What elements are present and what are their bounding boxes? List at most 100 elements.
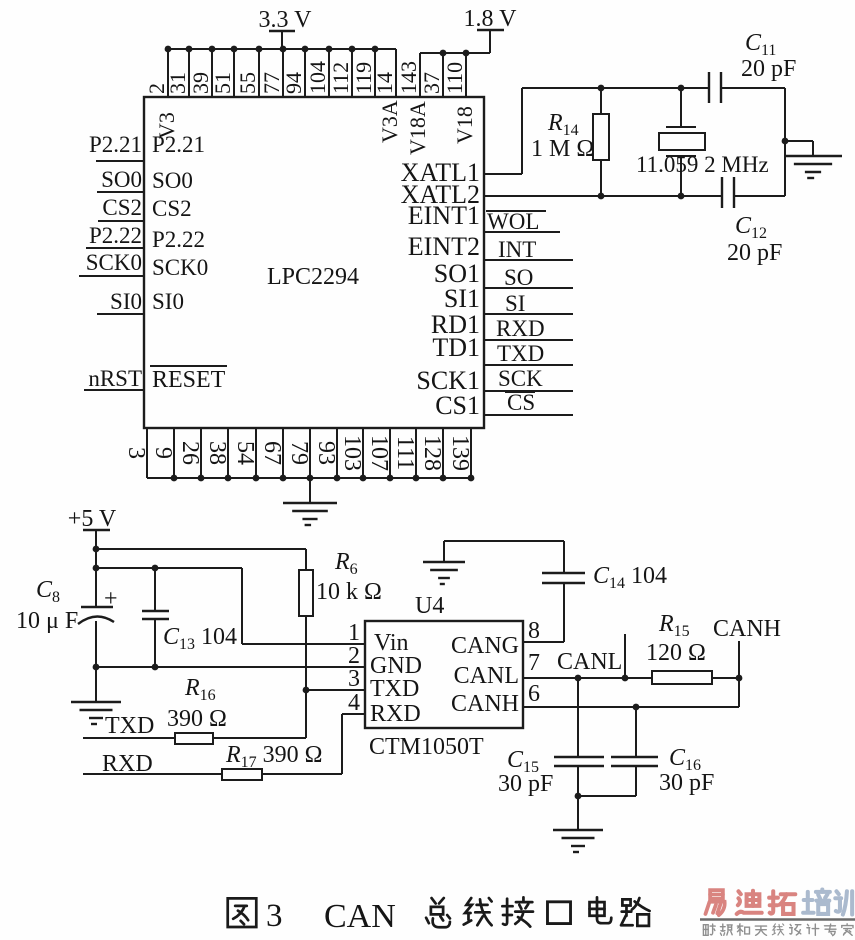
svg-text:77: 77 [259,72,284,94]
svg-text:CS2: CS2 [152,196,192,221]
svg-text:104: 104 [305,61,330,94]
svg-text:67: 67 [259,441,285,465]
svg-text:R15: R15 [658,611,690,640]
svg-text:30 pF: 30 pF [659,770,714,796]
svg-text:RESET: RESET [152,367,226,393]
svg-text:SI0: SI0 [110,289,142,314]
svg-text:3: 3 [123,447,149,459]
svg-text:LPC2294: LPC2294 [267,264,359,290]
svg-text:EINT2: EINT2 [408,232,480,261]
svg-text:2: 2 [348,643,360,669]
svg-text:Vin: Vin [374,630,409,656]
svg-text:38: 38 [204,441,230,465]
svg-text:P2.22: P2.22 [152,227,205,252]
svg-text:P2.22: P2.22 [89,223,142,248]
svg-text:51: 51 [210,72,235,94]
svg-text:9: 9 [150,447,176,459]
svg-text:SCK: SCK [498,366,543,391]
svg-text:3: 3 [266,898,283,934]
svg-text:CTM1050T: CTM1050T [369,734,484,760]
svg-text:V3A: V3A [377,100,402,143]
svg-text:EINT1: EINT1 [408,201,480,230]
svg-text:31: 31 [165,72,190,94]
svg-text:V3: V3 [154,112,179,139]
svg-text:RXD: RXD [496,316,545,341]
svg-text:INT: INT [498,237,536,262]
svg-text:143: 143 [396,61,421,94]
svg-text:6: 6 [528,681,540,707]
svg-text:120 Ω: 120 Ω [646,640,706,666]
svg-text:P2.21: P2.21 [152,132,205,157]
svg-text:1.8 V: 1.8 V [464,6,518,32]
svg-text:3.3 V: 3.3 V [259,7,313,33]
svg-text:SI1: SI1 [444,284,480,313]
svg-text:+: + [104,586,118,612]
svg-text:11.059 2 MHz: 11.059 2 MHz [636,152,769,177]
svg-text:112: 112 [328,62,353,94]
svg-text:nRST: nRST [88,366,142,391]
svg-text:U4: U4 [415,593,444,619]
svg-text:CANG: CANG [451,633,519,659]
svg-text:R14: R14 [547,110,579,139]
svg-text:SO1: SO1 [434,259,480,288]
svg-text:CS1: CS1 [435,391,480,420]
svg-text:14: 14 [372,72,397,94]
svg-text:CANL: CANL [454,663,519,689]
svg-text:119: 119 [351,62,376,94]
svg-text:C13 104: C13 104 [163,624,237,653]
svg-text:XATL1: XATL1 [401,158,480,187]
svg-text:C15: C15 [507,747,539,776]
svg-text:94: 94 [281,72,306,94]
svg-text:1: 1 [348,620,360,646]
svg-text:TXD: TXD [105,713,154,739]
svg-text:CANL: CANL [557,649,622,675]
svg-text:390 Ω: 390 Ω [167,706,227,732]
svg-text:SI: SI [505,291,525,316]
svg-text:C14 104: C14 104 [593,563,667,592]
svg-text:4: 4 [348,690,360,716]
svg-text:GND: GND [370,653,422,679]
svg-text:54: 54 [232,441,258,465]
svg-text:20 pF: 20 pF [727,240,782,266]
svg-text:7: 7 [528,650,540,676]
svg-text:55: 55 [235,72,260,94]
svg-text:CS2: CS2 [102,195,142,220]
svg-text:SO0: SO0 [152,168,193,193]
svg-text:RXD: RXD [370,701,421,727]
svg-text:SO0: SO0 [101,167,142,192]
svg-text:TD1: TD1 [432,333,480,362]
svg-text:V18: V18 [452,106,477,144]
svg-text:TXD: TXD [497,341,544,366]
svg-text:SO: SO [504,265,533,290]
svg-text:R17 390 Ω: R17 390 Ω [225,742,323,771]
svg-text:XATL2: XATL2 [401,180,480,209]
svg-text:103: 103 [339,435,365,471]
svg-text:93: 93 [313,441,339,465]
svg-text:WOL: WOL [487,209,539,234]
svg-text:110: 110 [442,62,467,94]
svg-text:CAN: CAN [324,898,396,935]
svg-text:CANH: CANH [451,691,519,717]
svg-text:R16: R16 [184,675,216,704]
svg-text:10 μ F: 10 μ F [16,608,78,634]
svg-text:SI0: SI0 [152,289,184,314]
svg-text:C8: C8 [36,577,60,606]
svg-text:139: 139 [447,435,473,471]
svg-text:8: 8 [528,618,540,644]
svg-text:2: 2 [144,83,169,94]
svg-text:TXD: TXD [370,676,419,702]
svg-text:128: 128 [419,435,445,471]
svg-text:CS: CS [507,390,535,415]
svg-text:SCK0: SCK0 [152,255,208,280]
svg-text:C11: C11 [745,30,776,59]
svg-text:20 pF: 20 pF [741,56,796,82]
svg-text:RD1: RD1 [431,310,480,339]
svg-text:CANH: CANH [713,616,781,642]
svg-text:10 k Ω: 10 k Ω [316,579,382,605]
svg-text:RXD: RXD [102,751,153,777]
svg-text:P2.21: P2.21 [89,132,142,157]
svg-text:3: 3 [348,666,360,692]
svg-text:C16: C16 [669,745,701,774]
svg-text:SCK1: SCK1 [416,366,480,395]
svg-text:39: 39 [188,72,213,94]
